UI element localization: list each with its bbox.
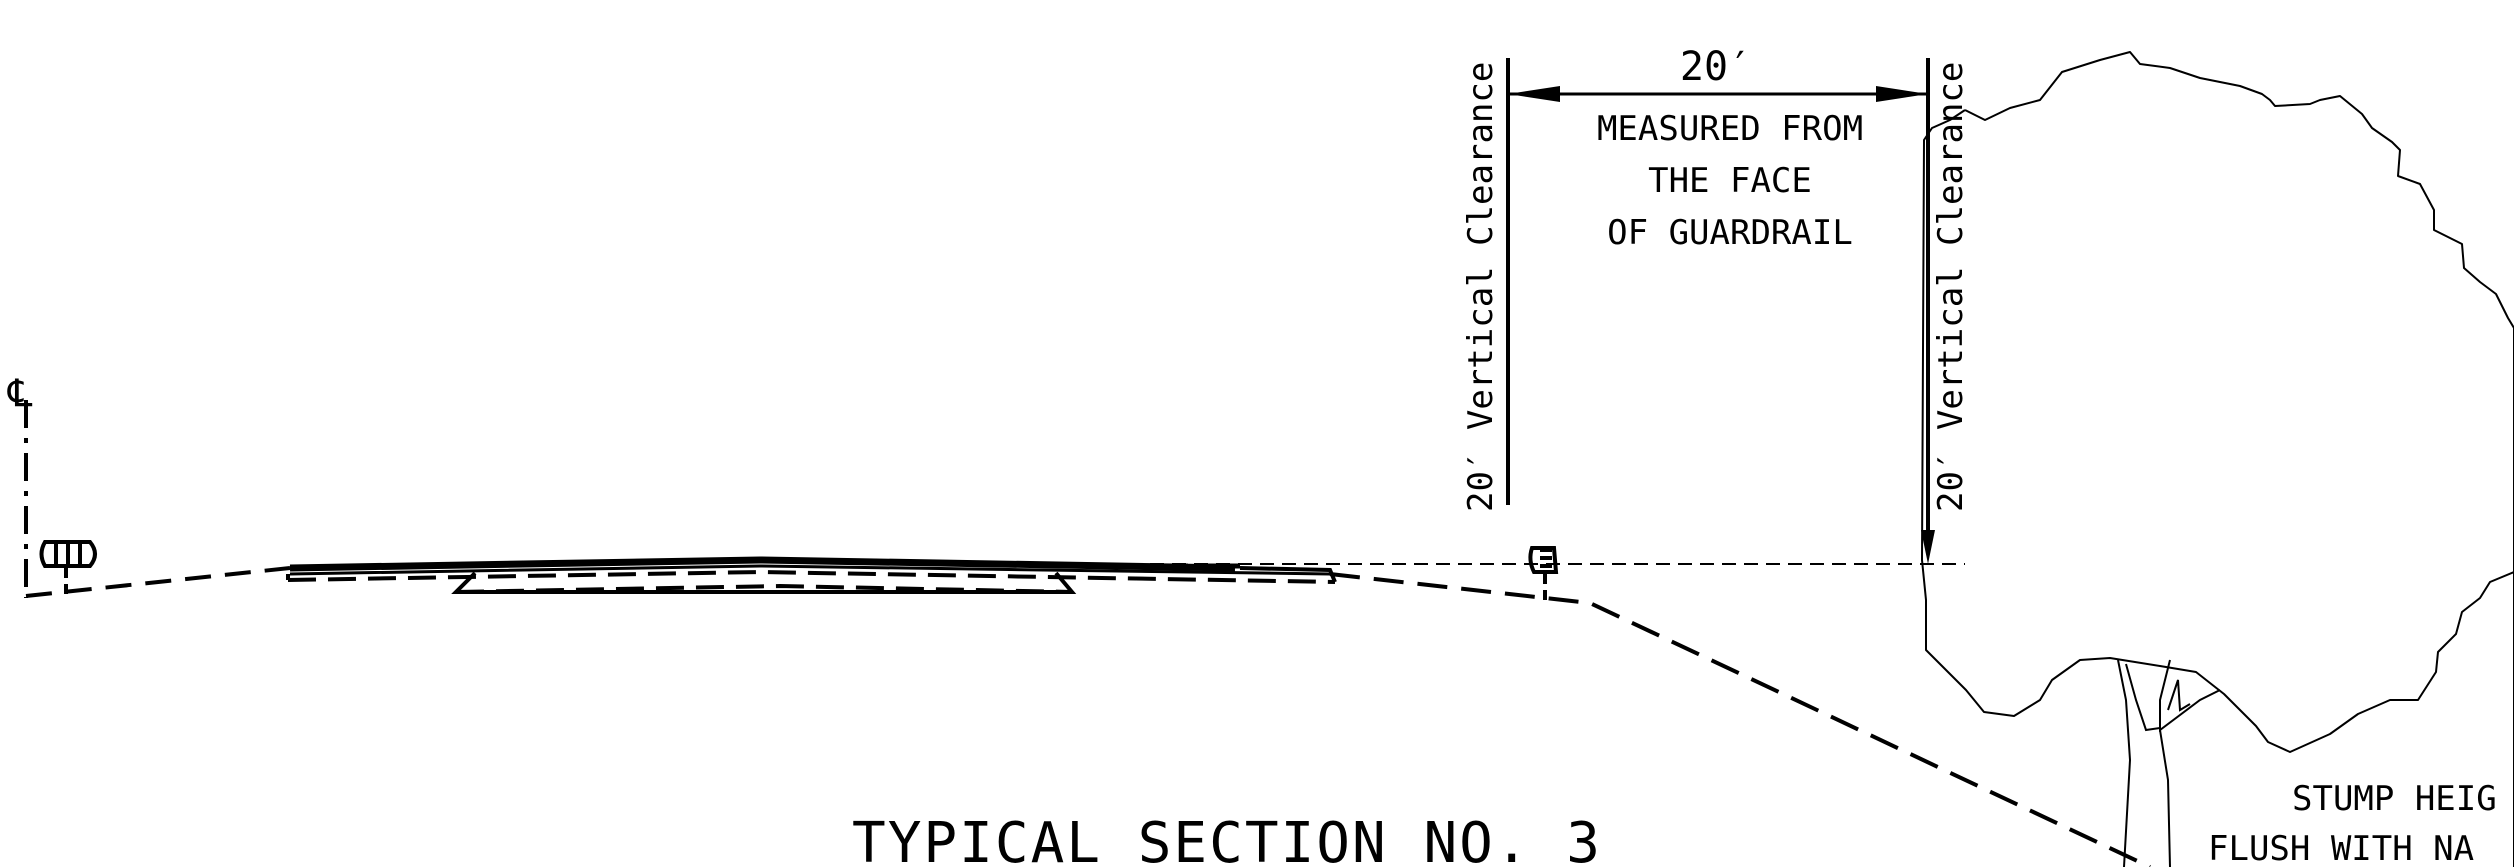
dimension-note-line: MEASURED FROM (1597, 109, 1863, 149)
dimension-note: MEASURED FROM THE FACE OF GUARDRAIL (1597, 109, 1863, 253)
arrowhead-icon (1876, 86, 1928, 102)
arrowhead-icon (1508, 86, 1560, 102)
stump-note-line: FLUSH WITH NA (2208, 829, 2474, 867)
arrowhead-icon (1921, 530, 1935, 564)
stump-note: STUMP HEIG FLUSH WITH NA (2208, 779, 2497, 867)
left-vertical-clearance-label: 20′ Vertical Clearance (1461, 62, 1501, 512)
stump-note-line: STUMP HEIG (2292, 779, 2497, 819)
left-ground-line (25, 566, 291, 598)
guardrail-post-icon (39, 540, 97, 600)
centerline: ℄ (7, 371, 33, 598)
dimension-note-line: OF GUARDRAIL (1607, 213, 1853, 253)
centerline-symbol: ℄ (7, 371, 33, 415)
drawing-title: TYPICAL SECTION NO. 3 (852, 811, 1602, 867)
right-vertical-clearance-label: 20′ Vertical Clearance (1931, 62, 1971, 512)
right-slope-line (1329, 572, 2151, 867)
dimension-value: 20′ (1680, 44, 1752, 90)
pavement-section (286, 556, 1337, 594)
tree-icon (1921, 51, 2514, 867)
dimension-20ft: 20′ (1508, 44, 1928, 102)
dimension-note-line: THE FACE (1648, 161, 1812, 201)
